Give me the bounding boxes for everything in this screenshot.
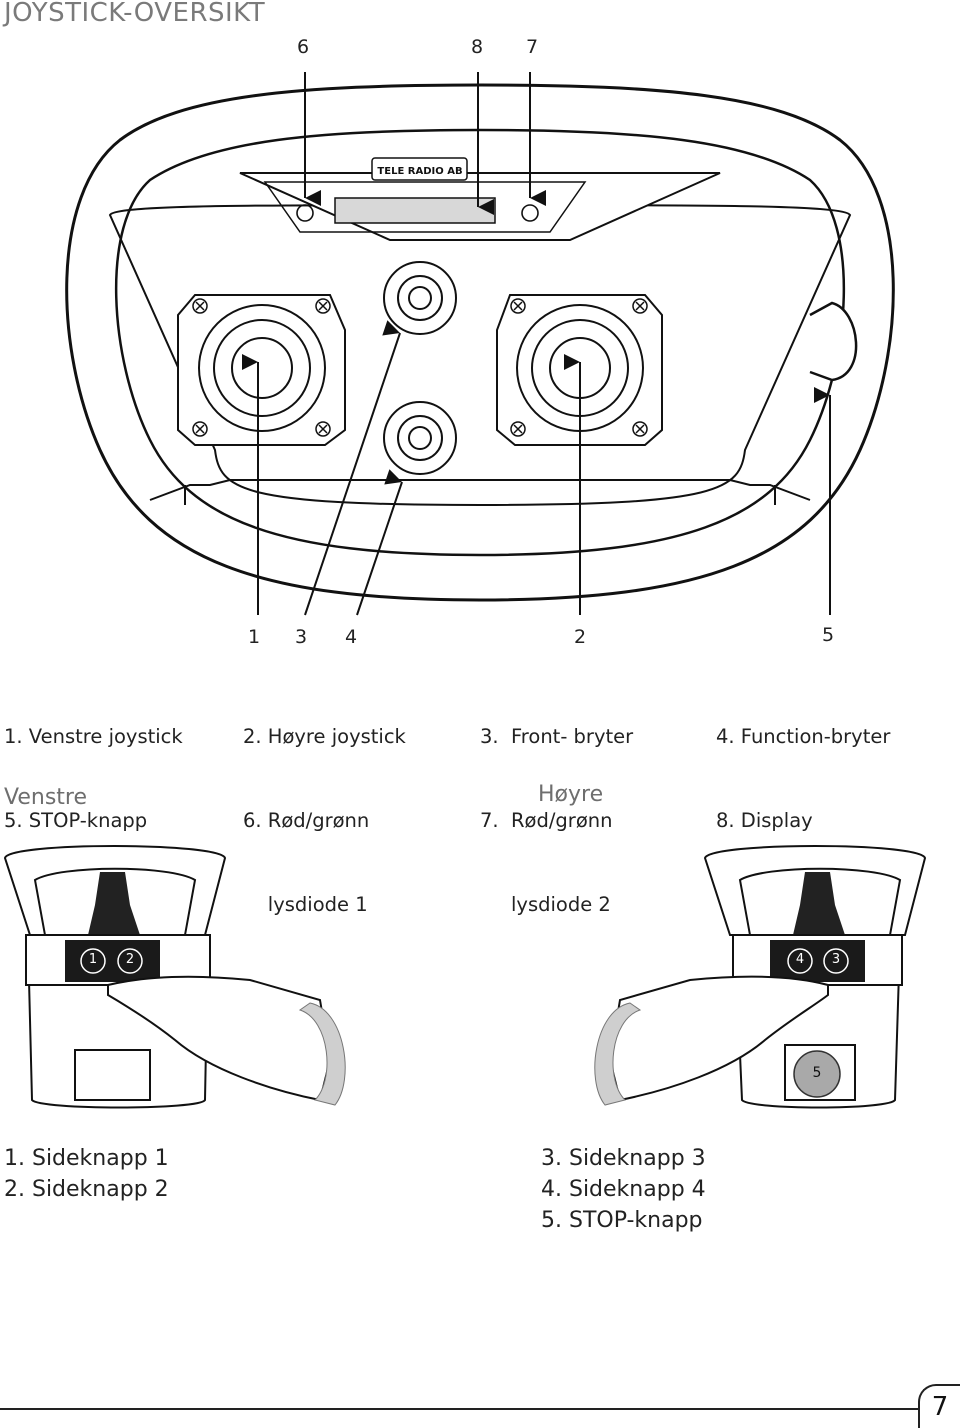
side-button-2-label: 2 [125, 952, 135, 967]
callout-6: 6 [297, 36, 310, 58]
callout-7: 7 [526, 36, 539, 58]
right-side-view [594, 845, 927, 1109]
logo-text: TELE RADIO AB [377, 166, 462, 177]
brand-logo: TELE RADIO AB [371, 157, 468, 181]
callout-1: 1 [248, 626, 261, 648]
callout-2: 2 [574, 626, 587, 648]
controller-outer-frame [65, 83, 895, 602]
side-legend-left: 1. Sideknapp 1 2. Sideknapp 2 [4, 1143, 169, 1205]
legend-col-3: 3. Front- bryter 7. Rød/grønn lysdiode 2 [480, 667, 633, 947]
legend-item: lysdiode 1 [243, 893, 368, 916]
left-view-label: Venstre [4, 785, 88, 810]
legend-item: lysdiode 2 [480, 893, 611, 916]
legend-col-1: 1. Venstre joystick 5. STOP-knapp [4, 667, 183, 863]
front-switch [383, 261, 457, 335]
legend-item: 3. Front- bryter [480, 725, 634, 748]
legend-col-2: 2. Høyre joystick 6. Rød/grønn lysdiode … [243, 667, 406, 947]
footer-rule [0, 1408, 918, 1410]
side-legend-item: 1. Sideknapp 1 [4, 1146, 169, 1171]
legend-item: 5. STOP-knapp [4, 809, 148, 832]
page-title: JOYSTICK-OVERSIKT [4, 0, 266, 28]
stop-knob [809, 301, 858, 382]
controller-illustration: TELE RADIO AB [65, 72, 895, 616]
page-number: 7 [918, 1384, 960, 1428]
legend-item: 6. Rød/grønn [243, 809, 370, 832]
callout-3: 3 [295, 626, 308, 648]
function-switch [383, 401, 457, 475]
side-button-1-label: 1 [88, 952, 98, 967]
side-legend-item: 3. Sideknapp 3 [541, 1146, 706, 1171]
stop-button-label: 5 [812, 1065, 822, 1081]
legend-item: 2. Høyre joystick [243, 725, 406, 748]
callout-8: 8 [471, 36, 484, 58]
side-legend-item: 4. Sideknapp 4 [541, 1177, 706, 1202]
side-button-4-label: 4 [795, 952, 805, 967]
callout-4: 4 [345, 626, 358, 648]
legend-col-4: 4. Function-bryter 8. Display [716, 667, 890, 863]
legend-item: 7. Rød/grønn [480, 809, 613, 832]
legend-item: 1. Venstre joystick [4, 725, 183, 748]
side-legend-item: 5. STOP-knapp [541, 1208, 703, 1233]
legend-item: 4. Function-bryter [716, 725, 891, 748]
callout-5: 5 [822, 624, 835, 646]
legend-item: 8. Display [716, 809, 813, 832]
led-1 [296, 204, 314, 222]
right-view-label: Høyre [538, 782, 604, 807]
display [334, 197, 496, 224]
side-legend-item: 2. Sideknapp 2 [4, 1177, 169, 1202]
side-button-3-label: 3 [831, 952, 841, 967]
side-legend-right: 3. Sideknapp 3 4. Sideknapp 4 5. STOP-kn… [541, 1143, 706, 1236]
